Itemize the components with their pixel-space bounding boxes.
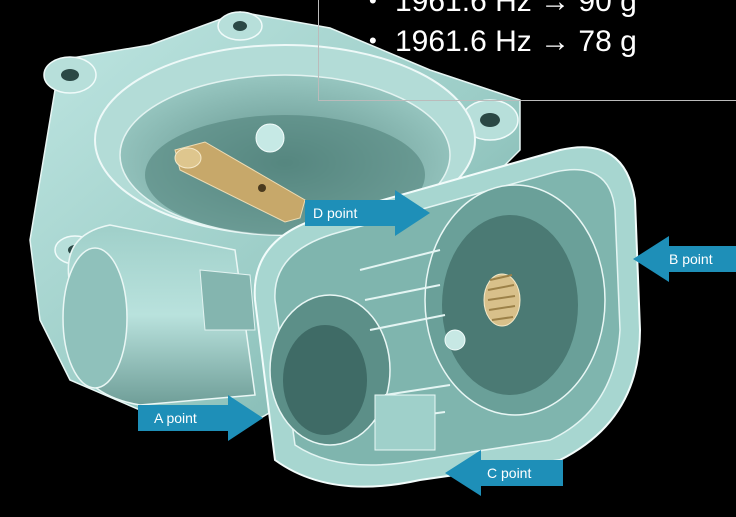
a-point-arrow: A point xyxy=(138,395,263,441)
bullet-dot-icon: • xyxy=(369,0,377,13)
gear-cover-flange xyxy=(253,146,642,488)
c-point-arrow: C point xyxy=(445,450,563,496)
left-arrow-icon xyxy=(633,236,736,282)
frequency-notes: •1961.6 Hz → 90 g •1961.6 Hz → 78 g xyxy=(318,0,736,101)
right-arrow-icon xyxy=(138,395,263,441)
bullet-dot-icon: • xyxy=(369,28,377,53)
b-point-label: B point xyxy=(669,251,713,267)
bullet-item: •1961.6 Hz → 78 g xyxy=(369,25,637,58)
c-point-label: C point xyxy=(487,465,532,481)
motor xyxy=(62,224,256,406)
b-point-arrow: B point xyxy=(633,236,736,282)
a-point-label: A point xyxy=(154,410,197,426)
d-point-arrow: D point xyxy=(305,190,430,236)
throttle-bore xyxy=(94,44,476,236)
d-point-label: D point xyxy=(313,205,358,221)
left-arrow-icon xyxy=(445,450,563,496)
throttle-shaft xyxy=(174,141,306,223)
bullet-item: •1961.6 Hz → 90 g xyxy=(369,0,637,19)
right-arrow-icon xyxy=(305,190,430,236)
